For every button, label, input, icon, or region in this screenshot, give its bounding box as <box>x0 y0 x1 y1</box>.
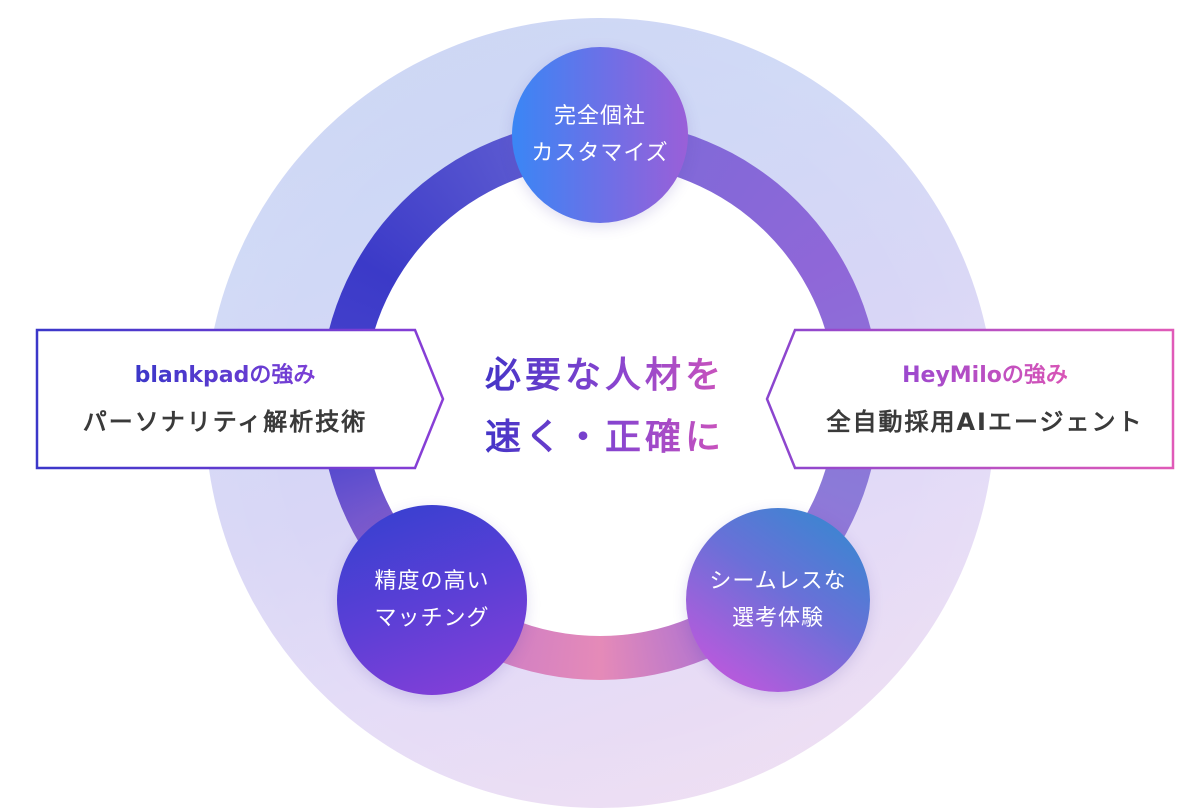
arrow-tag-right-shape <box>35 328 445 470</box>
node-customization: 完全個社 カスタマイズ <box>512 47 688 223</box>
tag-subtitle: 全自動採用AIエージェント <box>826 408 1144 436</box>
node-matching: 精度の高い マッチング <box>337 505 527 695</box>
node-seamless-experience: シームレスな 選考体験 <box>686 508 870 692</box>
node-label-line2: マッチング <box>374 606 490 631</box>
center-message-line1: 必要な人材を <box>465 345 745 407</box>
heymilo-strength-tag: HeyMiloの強み 全自動採用AIエージェント <box>765 328 1175 470</box>
node-label-line2: 選考体験 <box>731 606 824 631</box>
node-label-line2: カスタマイズ <box>531 141 669 166</box>
center-message: 必要な人材を 速く・正確に <box>465 345 745 469</box>
tag-subtitle: パーソナリティ解析技術 <box>82 408 368 436</box>
blankpad-strength-tag: blankpadの強み パーソナリティ解析技術 <box>35 328 445 470</box>
node-label-line1: 精度の高い <box>374 569 490 594</box>
node-label-line1: 完全個社 <box>553 104 646 129</box>
tag-title: HeyMiloの強み <box>902 358 1068 394</box>
tag-title: blankpadの強み <box>135 358 316 394</box>
arrow-tag-left-shape <box>765 328 1175 470</box>
center-message-line2: 速く・正確に <box>465 407 745 469</box>
node-label-line1: シームレスな <box>709 569 847 594</box>
